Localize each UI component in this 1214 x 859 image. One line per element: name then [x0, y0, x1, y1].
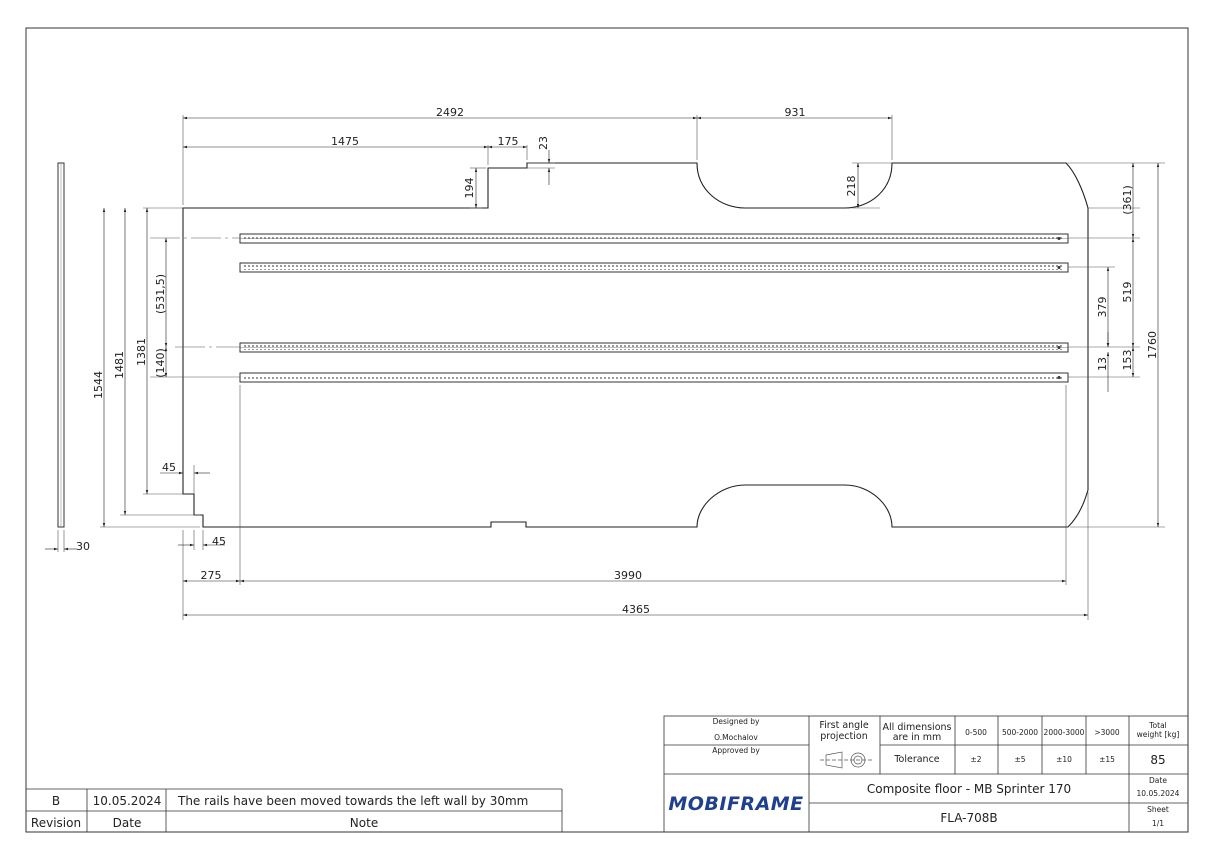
rails	[239, 233, 1069, 383]
tolerance-0: ±2	[970, 755, 981, 764]
range-3: >3000	[1094, 728, 1120, 737]
dim-275: 275	[201, 569, 222, 582]
dim-4365: 4365	[622, 603, 650, 616]
dim-3990: 3990	[614, 569, 642, 582]
range-1: 500-2000	[1002, 728, 1038, 737]
dim-45-bottom: 45	[212, 535, 226, 548]
dim-361: (361)	[1121, 185, 1134, 215]
dim-519: 519	[1121, 282, 1134, 303]
projection-label-2: projection	[820, 731, 867, 742]
dim-153: 153	[1121, 350, 1134, 371]
revision-letter: B	[52, 794, 60, 808]
company-logo: MOBIFRAME	[668, 793, 803, 815]
dim-218: 218	[845, 176, 858, 197]
weight-value: 85	[1150, 753, 1165, 767]
note-header: Note	[350, 816, 378, 830]
dim-1544: 1544	[92, 371, 105, 399]
units-label-2: are in mm	[893, 732, 942, 743]
dim-140: (140)	[154, 348, 167, 378]
dim-30: 30	[76, 540, 90, 553]
range-0: 0-500	[965, 728, 987, 737]
tolerance-2: ±10	[1056, 755, 1072, 764]
title-block: Designed by O.Mochalov Approved by First…	[663, 715, 1189, 833]
tolerance-label: Tolerance	[893, 754, 939, 765]
projection-label-1: First angle	[819, 720, 869, 731]
dim-1381: 1381	[135, 338, 148, 366]
floor-outline	[182, 162, 1089, 528]
designed-by-label: Designed by	[713, 717, 760, 726]
dim-1481: 1481	[113, 351, 126, 379]
sheet-border	[25, 27, 1189, 833]
dim-194: 194	[463, 178, 476, 199]
drawing-title: Composite floor - MB Sprinter 170	[867, 782, 1071, 796]
dim-931: 931	[785, 106, 806, 119]
dim-45-top: 45	[162, 461, 176, 474]
revision-date: 10.05.2024	[93, 794, 162, 808]
dim-1760: 1760	[1146, 331, 1159, 359]
dim-531-5: (531,5)	[154, 274, 167, 314]
dim-175: 175	[498, 135, 519, 148]
drawing-number: FLA-708B	[940, 811, 997, 825]
weight-label-1: Total	[1148, 721, 1167, 730]
designer-name: O.Mochalov	[714, 733, 758, 742]
dim-1475: 1475	[331, 135, 359, 148]
sheet-label: Sheet	[1147, 805, 1169, 814]
rail-3	[239, 342, 1069, 353]
rail-1	[239, 233, 1069, 244]
units-label-1: All dimensions	[883, 722, 952, 733]
date-label: Date	[1149, 776, 1167, 785]
revision-note: The rails have been moved towards the le…	[177, 794, 528, 808]
first-angle-projection-icon	[820, 751, 872, 769]
dimension-labels: 2492 931 1475 175 23 194 218 (361) 519 3…	[76, 106, 1159, 616]
tolerance-1: ±5	[1014, 755, 1025, 764]
side-view	[57, 162, 65, 528]
date-value: 10.05.2024	[1137, 789, 1180, 798]
revision-header: Revision	[31, 816, 81, 830]
weight-label-2: weight [kg]	[1137, 730, 1180, 739]
dim-379: 379	[1096, 297, 1109, 318]
dim-2492: 2492	[436, 106, 464, 119]
range-2: 2000-3000	[1044, 728, 1085, 737]
approved-by-label: Approved by	[712, 746, 760, 755]
rail-2	[239, 262, 1069, 273]
dim-23: 23	[537, 136, 550, 150]
rail-4	[239, 372, 1069, 383]
tolerance-3: ±15	[1099, 755, 1115, 764]
revision-table: B 10.05.2024 The rails have been moved t…	[26, 788, 563, 832]
dim-13: 13	[1096, 357, 1109, 371]
dimension-lines	[45, 116, 1160, 617]
date-header: Date	[113, 816, 142, 830]
sheet-value: 1/1	[1152, 819, 1164, 828]
